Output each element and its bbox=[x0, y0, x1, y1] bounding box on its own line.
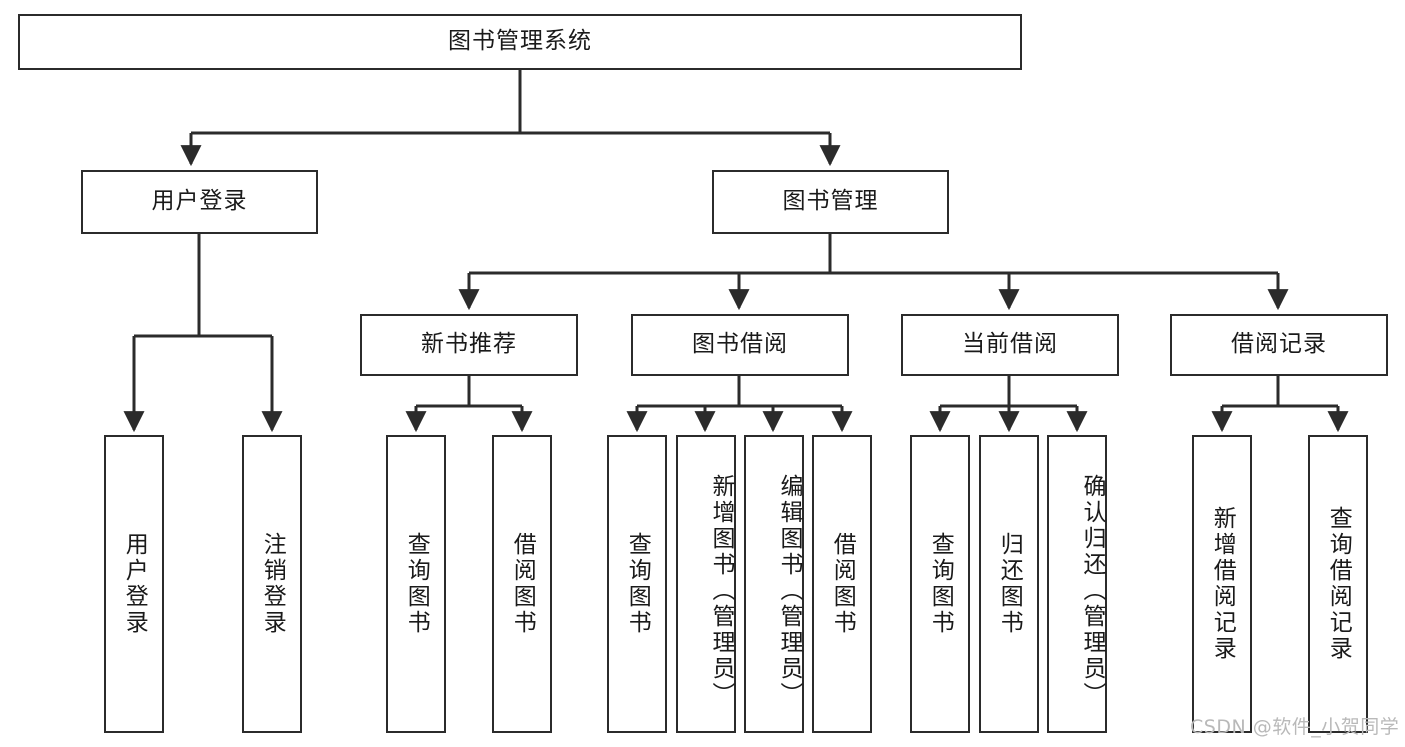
node-leaf-confirm-return[interactable]: 确认归还（管理员） bbox=[1047, 435, 1107, 733]
watermark: CSDN @软件_小贺同学 bbox=[1190, 716, 1400, 738]
node-leaf-query-book-3[interactable]: 查询图书 bbox=[910, 435, 970, 733]
node-leaf-add-book-label: 新增图书（管理员） bbox=[708, 474, 734, 708]
node-borrow-record[interactable]: 借阅记录 bbox=[1170, 314, 1388, 376]
node-leaf-add-record-label: 新增借阅记录 bbox=[1209, 506, 1236, 662]
node-leaf-borrow-book-1-label: 借阅图书 bbox=[509, 532, 536, 636]
node-book-borrow-label: 图书借阅 bbox=[692, 331, 788, 358]
node-leaf-add-record[interactable]: 新增借阅记录 bbox=[1192, 435, 1252, 733]
node-book-manage-label: 图书管理 bbox=[782, 188, 879, 215]
node-borrow-record-label: 借阅记录 bbox=[1231, 331, 1327, 358]
node-book-manage[interactable]: 图书管理 bbox=[712, 170, 949, 234]
node-leaf-query-record-label: 查询借阅记录 bbox=[1325, 506, 1352, 662]
node-leaf-borrow-book-1[interactable]: 借阅图书 bbox=[492, 435, 552, 733]
node-current-borrow[interactable]: 当前借阅 bbox=[901, 314, 1119, 376]
node-leaf-borrow-book-2[interactable]: 借阅图书 bbox=[812, 435, 872, 733]
node-leaf-query-record[interactable]: 查询借阅记录 bbox=[1308, 435, 1368, 733]
node-leaf-edit-book[interactable]: 编辑图书（管理员） bbox=[744, 435, 804, 733]
node-root[interactable]: 图书管理系统 bbox=[18, 14, 1022, 70]
node-leaf-user-login[interactable]: 用户登录 bbox=[104, 435, 164, 733]
node-root-label: 图书管理系统 bbox=[448, 28, 592, 55]
node-leaf-edit-book-label: 编辑图书（管理员） bbox=[776, 474, 802, 708]
node-leaf-query-book-2[interactable]: 查询图书 bbox=[607, 435, 667, 733]
node-leaf-query-book-3-label: 查询图书 bbox=[927, 532, 954, 636]
node-leaf-logout[interactable]: 注销登录 bbox=[242, 435, 302, 733]
node-leaf-confirm-return-label: 确认归还（管理员） bbox=[1079, 474, 1105, 708]
node-book-borrow[interactable]: 图书借阅 bbox=[631, 314, 849, 376]
node-leaf-query-book-2-label: 查询图书 bbox=[624, 532, 651, 636]
node-new-book-rec-label: 新书推荐 bbox=[421, 331, 517, 358]
node-user-login[interactable]: 用户登录 bbox=[81, 170, 318, 234]
node-leaf-return-book[interactable]: 归还图书 bbox=[979, 435, 1039, 733]
node-leaf-add-book[interactable]: 新增图书（管理员） bbox=[676, 435, 736, 733]
node-leaf-return-book-label: 归还图书 bbox=[996, 532, 1023, 636]
node-leaf-borrow-book-2-label: 借阅图书 bbox=[829, 532, 856, 636]
node-leaf-query-book-1[interactable]: 查询图书 bbox=[386, 435, 446, 733]
node-leaf-query-book-1-label: 查询图书 bbox=[403, 532, 430, 636]
node-leaf-logout-label: 注销登录 bbox=[259, 532, 286, 636]
node-leaf-user-login-label: 用户登录 bbox=[121, 532, 148, 636]
node-new-book-rec[interactable]: 新书推荐 bbox=[360, 314, 578, 376]
node-current-borrow-label: 当前借阅 bbox=[962, 331, 1058, 358]
node-user-login-label: 用户登录 bbox=[151, 188, 248, 215]
